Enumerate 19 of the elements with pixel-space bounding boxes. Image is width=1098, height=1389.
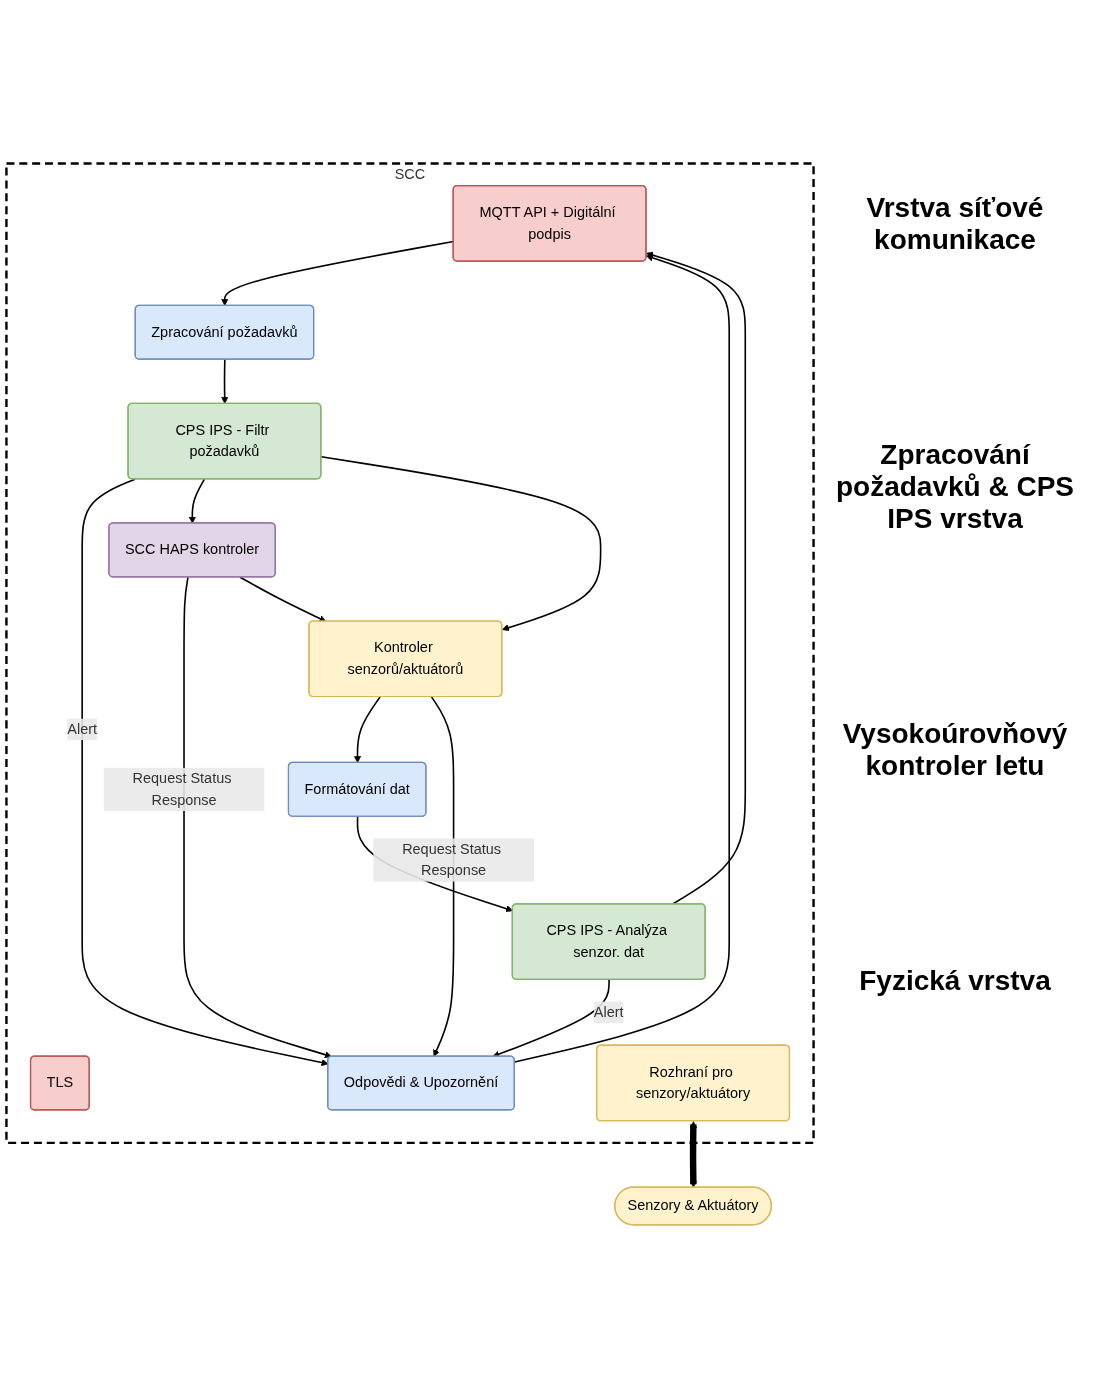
arrow bbox=[492, 979, 610, 1058]
arrow bbox=[221, 359, 229, 405]
arrow bbox=[188, 478, 206, 525]
arrow bbox=[430, 696, 455, 1058]
edge-label: Request Status Response bbox=[132, 770, 232, 809]
edge-label: Alert bbox=[593, 1004, 624, 1021]
arrow bbox=[183, 576, 332, 1059]
edge-label: Request Status Response bbox=[402, 841, 502, 879]
arrow bbox=[689, 1121, 697, 1189]
layer-label: Fyzická vrstva bbox=[858, 965, 1052, 998]
arrow bbox=[320, 456, 602, 632]
layer-label: Vysokoúrovňový kontroler letu bbox=[841, 718, 1069, 783]
edge-label: Alert bbox=[67, 721, 98, 738]
arrow bbox=[513, 254, 730, 1064]
layer-label: Vrstva síťové komunikace bbox=[865, 191, 1045, 256]
layer-label: Zpracování požadavků & CPS IPS vrstva bbox=[834, 438, 1076, 535]
arrow bbox=[353, 696, 381, 764]
arrow bbox=[646, 252, 747, 906]
arrow bbox=[239, 576, 327, 623]
